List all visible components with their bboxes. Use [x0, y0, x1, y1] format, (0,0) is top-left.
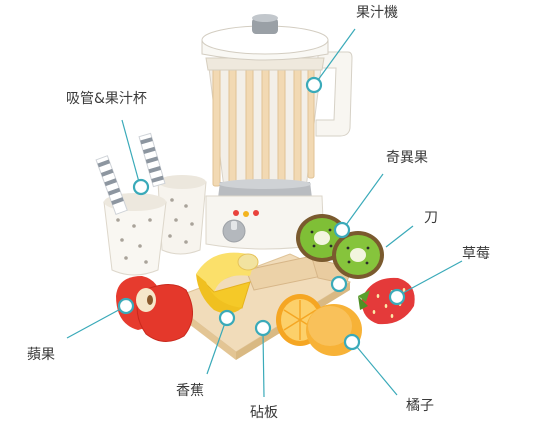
label-orange: 橘子: [406, 398, 434, 414]
straw-cups: [95, 132, 207, 276]
callout-marker-apple: [117, 297, 135, 315]
label-banana: 香蕉: [176, 383, 204, 399]
label-blender: 果汁機: [356, 5, 398, 21]
label-straw-cups: 吸管&果汁杯: [66, 91, 147, 107]
callout-marker-straw-cups: [132, 178, 150, 196]
blender: [201, 14, 353, 250]
label-knife: 刀: [424, 210, 438, 226]
callout-lines: [66, 28, 463, 398]
callout-marker-orange: [343, 333, 361, 351]
callout-marker-kiwi: [333, 221, 351, 239]
kiwi: [296, 214, 384, 279]
callout-marker-strawberry: [388, 288, 406, 306]
apple: [116, 276, 193, 342]
callout-marker-knife: [330, 275, 348, 293]
banana: [196, 252, 259, 314]
label-board: 砧板: [250, 405, 278, 421]
strawberry: [358, 277, 415, 325]
callout-marker-board: [254, 319, 272, 337]
callout-marker-blender: [305, 76, 323, 94]
label-apple: 蘋果: [27, 347, 55, 363]
label-kiwi: 奇異果: [386, 150, 428, 166]
callout-marker-banana: [218, 309, 236, 327]
label-strawberry: 草莓: [462, 246, 490, 262]
